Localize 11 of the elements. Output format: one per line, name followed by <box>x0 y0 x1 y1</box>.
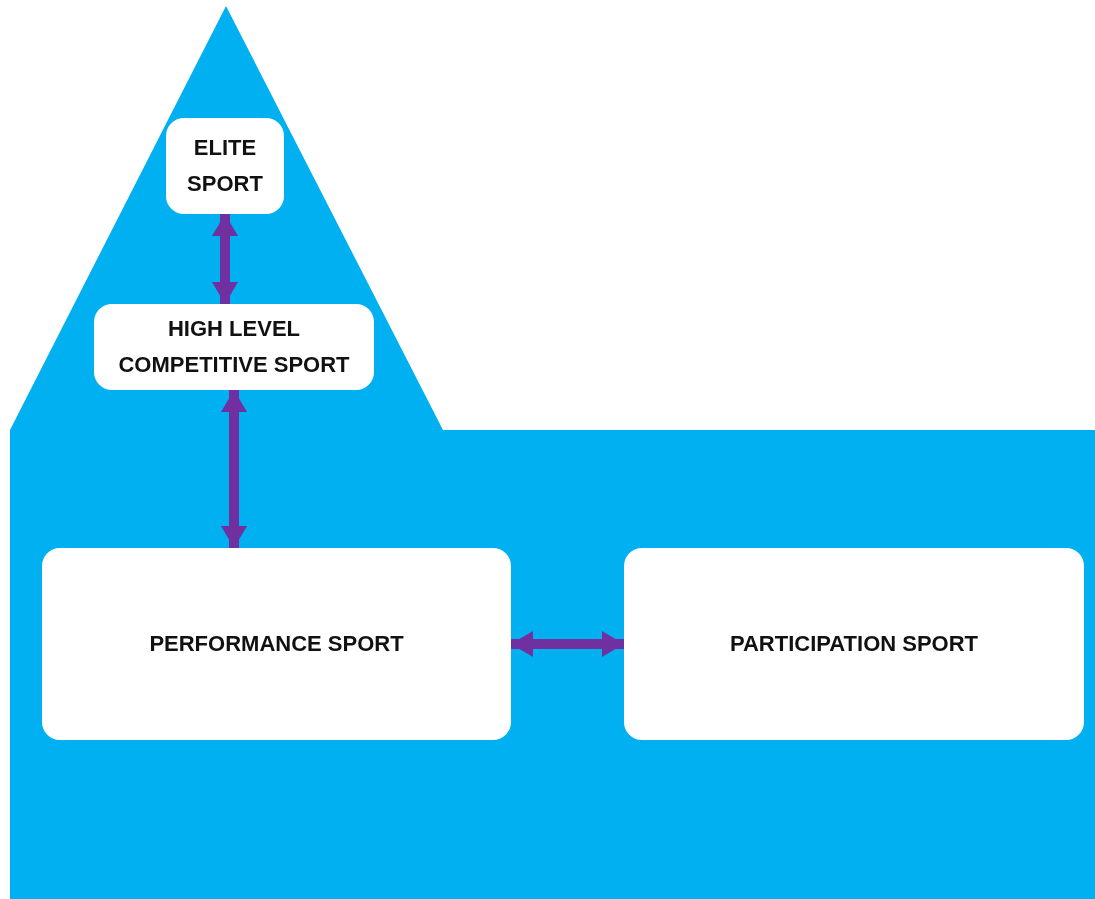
rounded-box <box>166 118 284 214</box>
node-label: PERFORMANCE SPORT <box>149 630 404 658</box>
rounded-box <box>42 548 511 740</box>
rounded-box <box>94 304 374 390</box>
node-label: ELITE SPORT <box>186 134 264 198</box>
double-arrow <box>511 631 624 657</box>
node-label: PARTICIPATION SPORT <box>729 630 979 658</box>
node-label: HIGH LEVEL COMPETITIVE SPORT <box>117 315 351 379</box>
double-arrow <box>212 214 238 304</box>
double-arrow <box>221 390 247 548</box>
rounded-box <box>624 548 1084 740</box>
